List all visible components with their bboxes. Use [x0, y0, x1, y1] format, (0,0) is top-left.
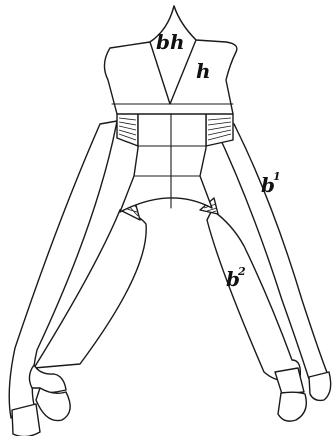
label-h: h	[196, 59, 211, 83]
label-b1-superscript: 1	[273, 170, 281, 183]
label-bh: bh	[156, 30, 185, 54]
label-b2-superscript: 2	[237, 265, 246, 278]
